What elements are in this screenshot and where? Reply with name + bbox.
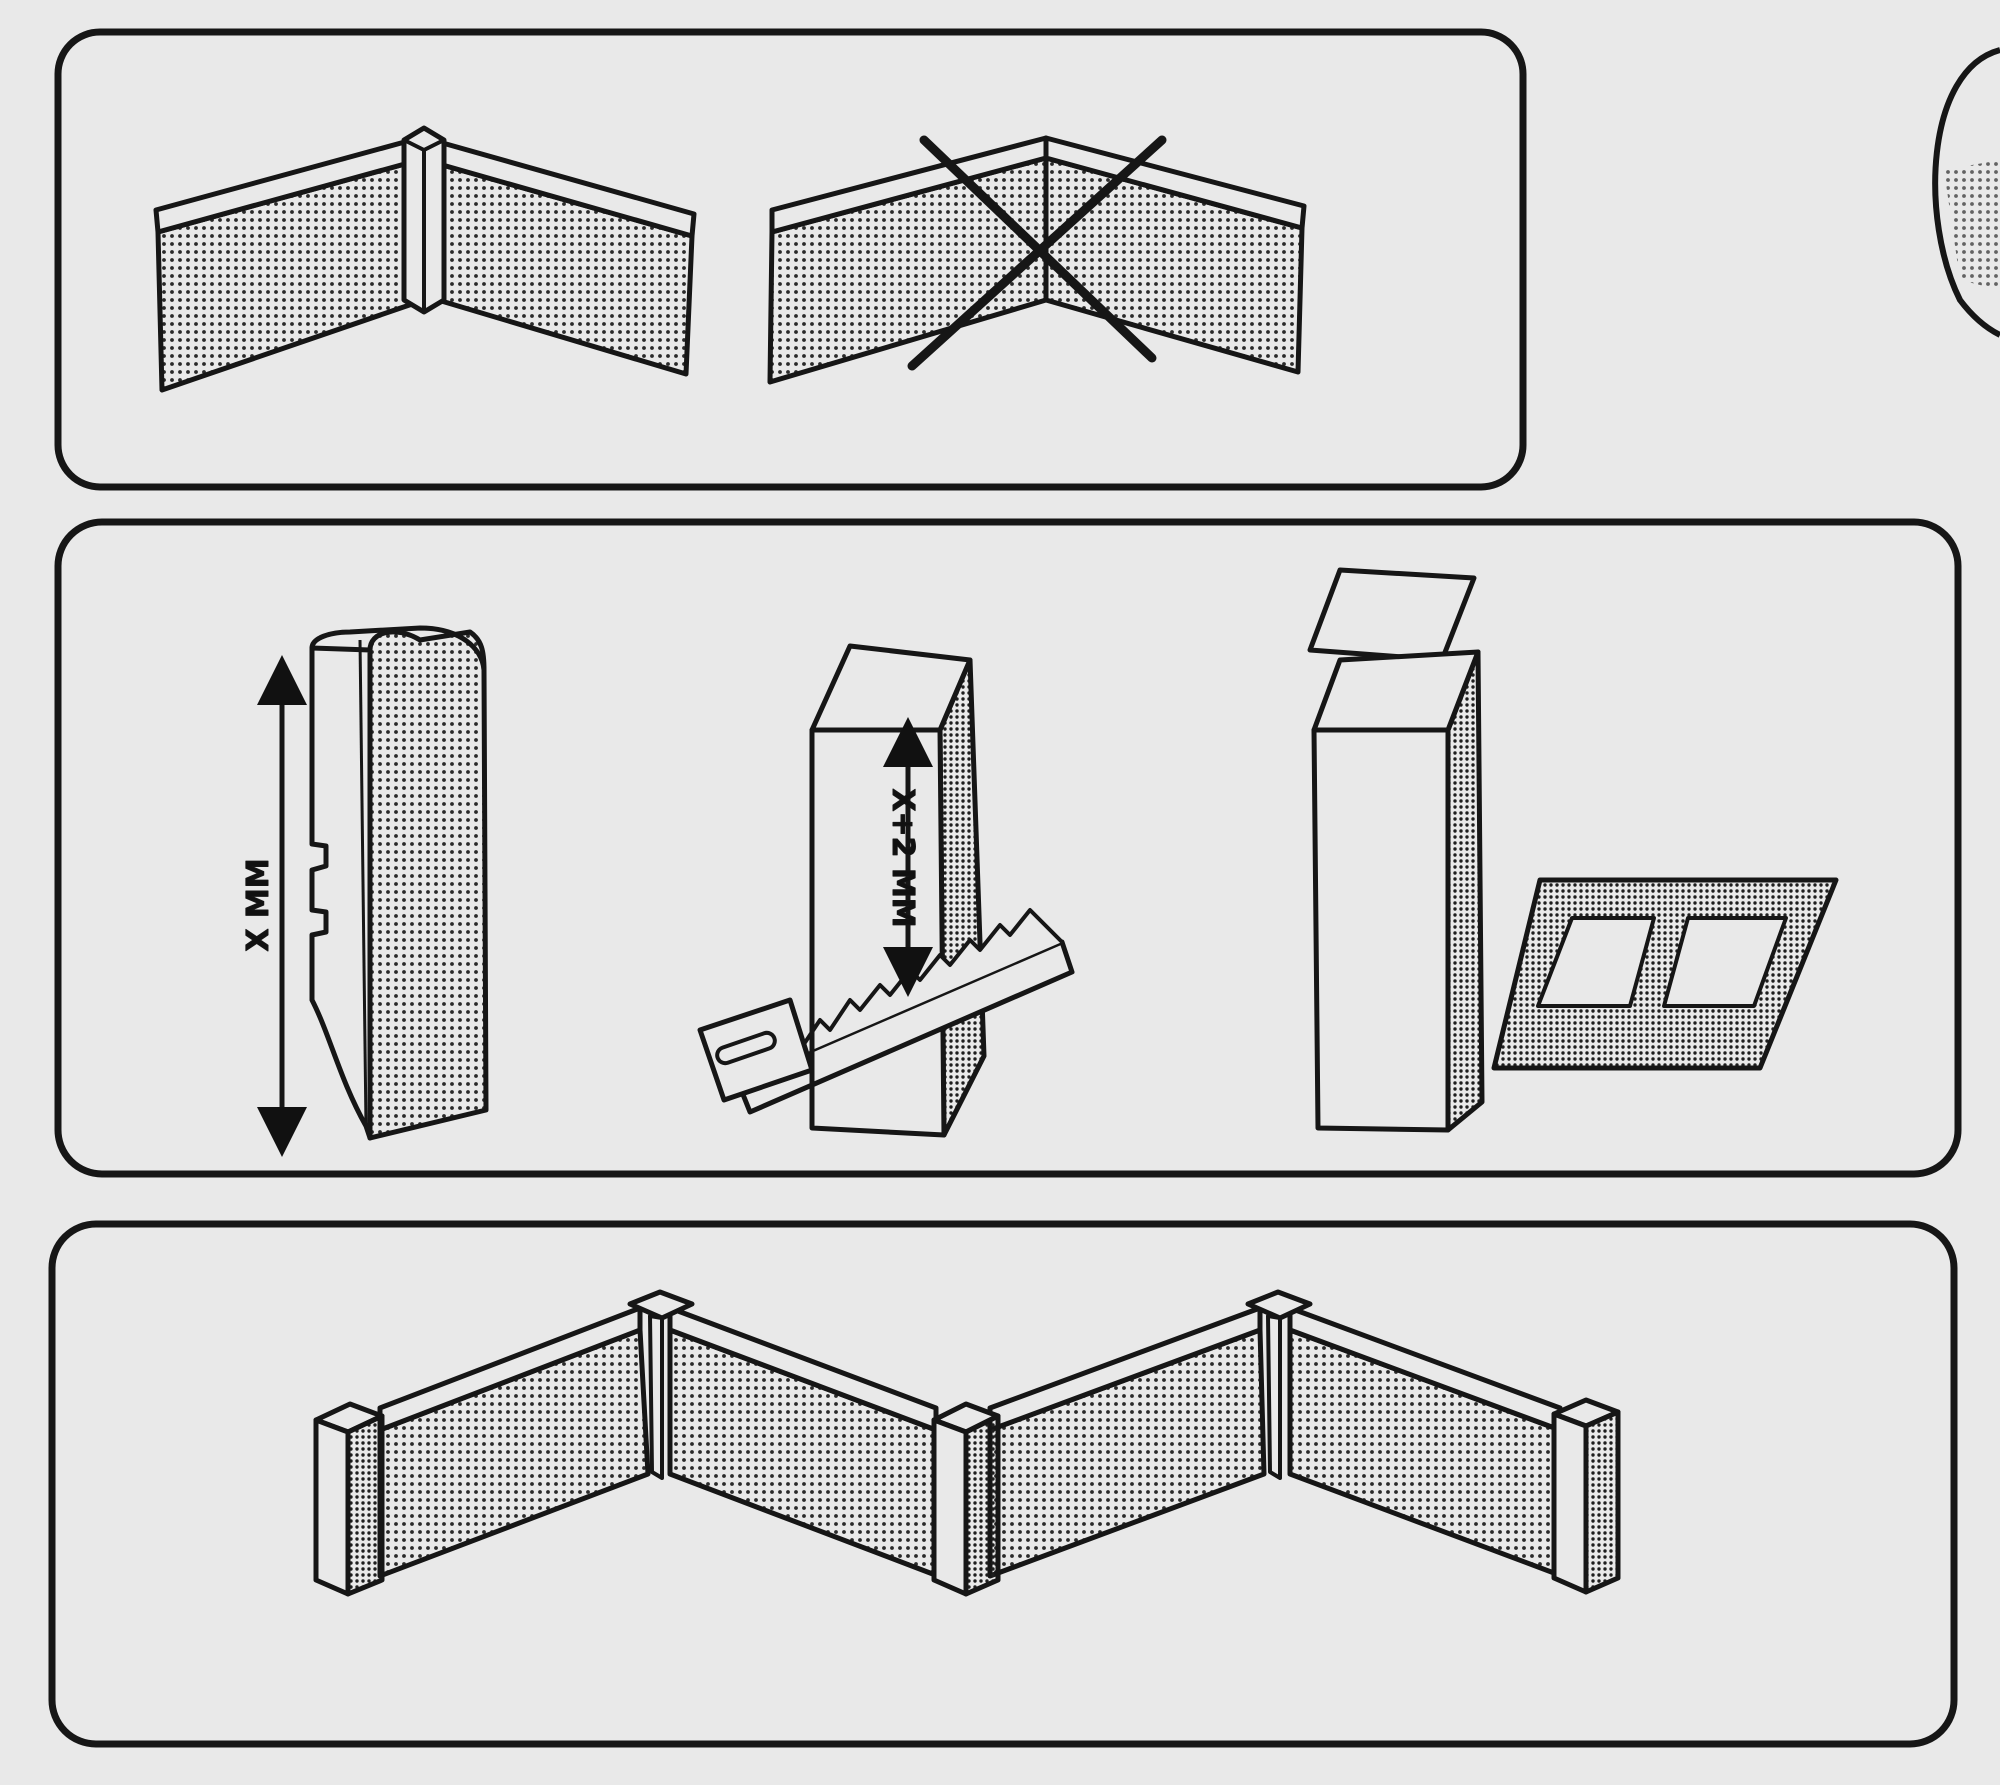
panel-top: [54, 28, 1527, 491]
end-cap-left: [313, 1401, 385, 1597]
panel-middle: X MM X+2 MM: [54, 518, 1962, 1178]
panel-bottom: [48, 1220, 1958, 1748]
figure-assembled-run: [313, 1289, 1621, 1597]
cut-dimension-label: X+2 MM: [885, 788, 920, 927]
edge-circle-fragment: [1932, 47, 2000, 338]
lid-piece: [1307, 567, 1477, 663]
base-piece: [1491, 877, 1839, 1071]
figure-cut-box: X+2 MM: [697, 643, 1075, 1138]
figure-incorrect-corner: [767, 135, 1307, 385]
panel-top-frame: [54, 28, 1527, 491]
end-cap-right: [1551, 1397, 1621, 1595]
measure-dimension-label: X MM: [241, 858, 276, 951]
cross-mark-icon: [907, 135, 1167, 371]
panel-bottom-frame: [48, 1220, 1958, 1748]
panel-middle-frame: [54, 518, 1962, 1178]
figure-box-parts: [1307, 567, 1839, 1133]
inner-corner-connector: [627, 1289, 695, 1480]
figure-measure-profile: X MM: [241, 625, 489, 1157]
inner-corner-connector: [1245, 1289, 1313, 1480]
outer-corner-piece: [931, 1401, 1001, 1597]
figure-correct-corner: [153, 125, 697, 393]
